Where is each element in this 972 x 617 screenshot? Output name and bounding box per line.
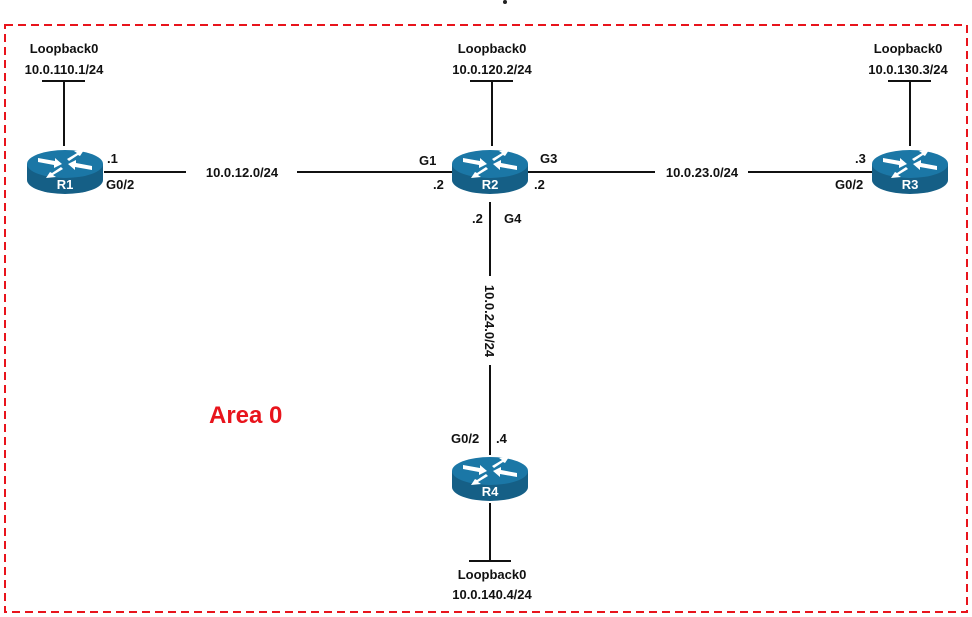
r2-loopback-ip: 10.0.120.2/24: [452, 62, 532, 77]
r4-host-id: .4: [496, 431, 508, 446]
router-r3[interactable]: R3: [872, 150, 948, 194]
router-name: R1: [57, 177, 74, 192]
router-name: R3: [902, 177, 919, 192]
router-r1[interactable]: R1: [27, 150, 103, 194]
router-r4[interactable]: R4: [452, 457, 528, 501]
router-name: R4: [482, 484, 499, 499]
area-boundary: [4, 24, 968, 613]
r4-loopback-name: Loopback0: [458, 567, 527, 582]
r2-g1-host-id: .2: [433, 177, 444, 192]
top-dot: [503, 0, 507, 4]
r3-loopback-name: Loopback0: [874, 41, 943, 56]
r3-host-id: .3: [855, 151, 866, 166]
area-label: Area 0: [209, 402, 282, 429]
r1-host-id: .1: [107, 151, 118, 166]
link-subnet-label: 10.0.24.0/24: [482, 285, 497, 358]
link-subnet-label: 10.0.12.0/24: [206, 165, 279, 180]
r4-loopback-ip: 10.0.140.4/24: [452, 587, 532, 602]
r1-interface: G0/2: [106, 177, 134, 192]
r2-loopback-name: Loopback0: [458, 41, 527, 56]
r2-g3-host-id: .2: [534, 177, 545, 192]
r4-interface: G0/2: [451, 431, 479, 446]
r2-g4-interface: G4: [504, 211, 522, 226]
r1-loopback-name: Loopback0: [30, 41, 99, 56]
r2-g3-interface: G3: [540, 151, 557, 166]
link-label-bg: [656, 163, 748, 181]
r3-loopback-ip: 10.0.130.3/24: [868, 62, 948, 77]
link-subnet-label: 10.0.23.0/24: [666, 165, 739, 180]
r2-g1-interface: G1: [419, 153, 436, 168]
r2-g4-host-id: .2: [472, 211, 483, 226]
router-r2[interactable]: R2: [452, 150, 528, 194]
r1-loopback-ip: 10.0.110.1/24: [25, 62, 105, 77]
r3-interface: G0/2: [835, 177, 863, 192]
router-name: R2: [482, 177, 499, 192]
